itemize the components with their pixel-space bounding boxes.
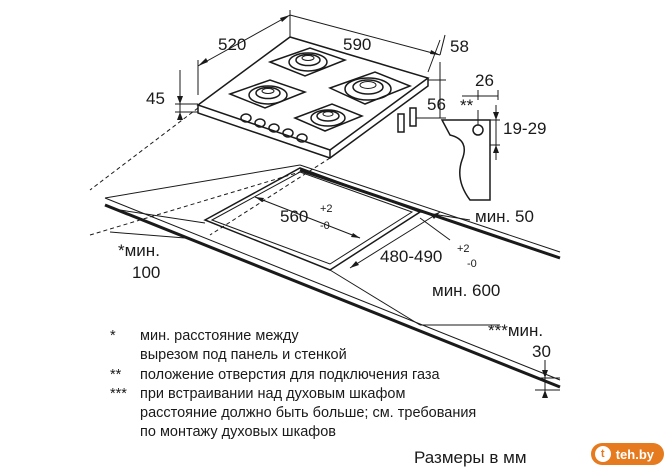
watermark-badge: t teh.by bbox=[590, 443, 664, 465]
note-3b-text: расстояние должно быть больше; см. требо… bbox=[140, 405, 476, 421]
dimension-lines-top bbox=[175, 10, 446, 120]
dim-480-490-tol-plus: +2 bbox=[457, 243, 470, 255]
note-2-mark: ** bbox=[110, 367, 122, 383]
dim-26: 26 bbox=[475, 71, 494, 90]
dim-min-100-line2: 100 bbox=[132, 263, 160, 282]
dim-58: 58 bbox=[450, 37, 469, 56]
note-2-text: положение отверстия для подключения газа bbox=[140, 367, 441, 383]
burner-back-right bbox=[328, 71, 413, 105]
watermark-text: teh.by bbox=[615, 446, 654, 462]
burner-front-right bbox=[293, 103, 365, 132]
dimension-labels: 520 590 58 45 26 56 ** 19-29 560 +2 -0 4… bbox=[118, 35, 551, 361]
dim-590: 590 bbox=[343, 35, 371, 54]
dim-45: 45 bbox=[146, 89, 165, 108]
dim-min-30-line2: 30 bbox=[532, 342, 551, 361]
watermark-logo-icon: t bbox=[594, 446, 611, 462]
dim-560: 560 bbox=[280, 207, 308, 226]
notes-legend: * мин. расстояние между вырезом под пане… bbox=[110, 328, 476, 440]
burner-back-left bbox=[267, 47, 348, 77]
dim-560-tol-minus: -0 bbox=[320, 220, 330, 232]
dim-min-600: мин. 600 bbox=[432, 281, 500, 300]
dim-19-29: 19-29 bbox=[503, 119, 546, 138]
dim-min-50: мин. 50 bbox=[475, 207, 534, 226]
dim-560-tol-plus: +2 bbox=[320, 203, 333, 215]
dimension-lines-cutout bbox=[109, 196, 560, 398]
note-1b-text: вырезом под панель и стенкой bbox=[140, 347, 347, 363]
gas-marker: ** bbox=[460, 96, 474, 115]
gas-connection-detail bbox=[440, 90, 500, 201]
dim-480-490: 480-490 bbox=[380, 247, 442, 266]
note-3-mark: *** bbox=[110, 386, 127, 402]
note-3c-text: по монтажу духовых шкафов bbox=[140, 424, 336, 440]
hob-drawing bbox=[89, 30, 430, 236]
burner-front-left bbox=[227, 79, 308, 109]
dim-56: 56 bbox=[427, 95, 446, 114]
dim-min-100-line1: *мин. bbox=[118, 241, 160, 260]
control-knobs bbox=[240, 113, 308, 143]
dim-480-490-tol-minus: -0 bbox=[467, 258, 477, 270]
dim-520: 520 bbox=[218, 35, 246, 54]
note-1-mark: * bbox=[110, 328, 116, 344]
footer-units: Размеры в мм bbox=[414, 448, 527, 467]
dim-min-30-line1: ***мин. bbox=[488, 321, 543, 340]
note-3-text: при встраивании над духовым шкафом bbox=[140, 386, 405, 402]
note-1-text: мин. расстояние между bbox=[140, 328, 299, 344]
